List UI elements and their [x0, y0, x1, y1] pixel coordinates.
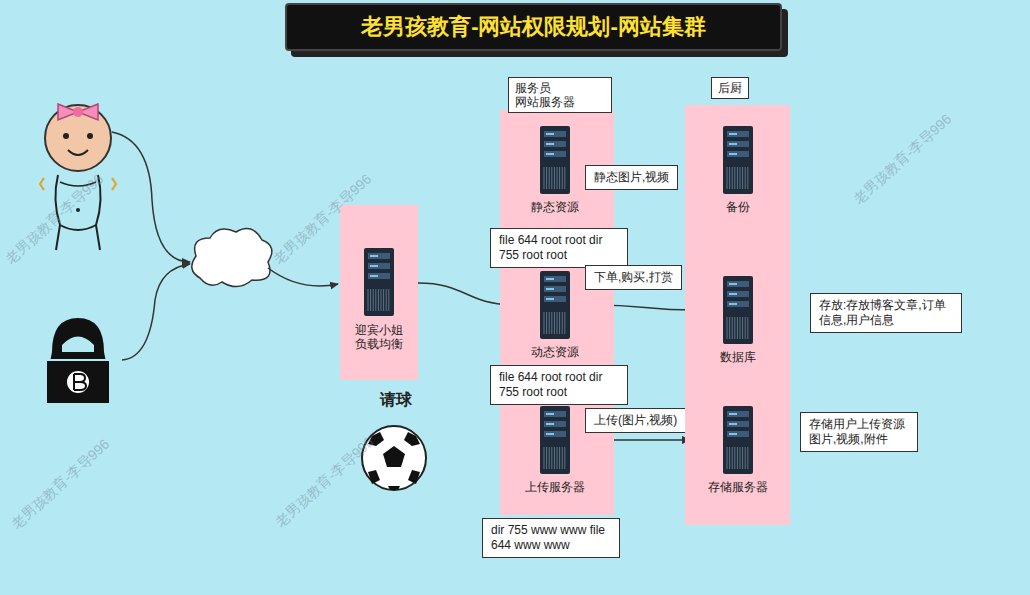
note-text: file 644 root root dir 755 root root: [499, 233, 619, 263]
hacker-figure: [46, 318, 110, 404]
watermark: 老男孩教育-李导996: [850, 111, 956, 209]
note-text: 存放:存放博客文章,订单信息,用户信息: [819, 298, 953, 328]
server-icon: [539, 125, 571, 195]
note-text: 静态图片,视频: [594, 170, 669, 185]
server-label: 动态资源: [531, 344, 579, 361]
server-label: 存储服务器: [708, 479, 768, 496]
note-text: dir 755 www www file 644 www www: [491, 523, 611, 553]
load-balancer-band: 迎宾小姐 负载均衡: [340, 205, 418, 380]
note-text: 存储用户上传资源 图片,视频,附件: [809, 417, 909, 447]
server-node: 数据库: [695, 275, 780, 366]
watermark: 老男孩教育-李导996: [2, 171, 108, 269]
football: [362, 426, 426, 490]
server-icon: [363, 247, 395, 317]
server-node: 动态资源: [515, 270, 595, 361]
note-text: 下单,购买,打赏: [594, 270, 673, 285]
note-box: 存储用户上传资源 图片,视频,附件: [800, 412, 918, 452]
note-box: file 644 root root dir 755 root root: [490, 365, 628, 405]
group-heading: 后厨: [711, 77, 749, 99]
group-heading: 服务员 网站服务器: [508, 77, 612, 113]
cloud: [192, 228, 272, 286]
server-icon: [722, 405, 754, 475]
note-box: dir 755 www www file 644 www www: [482, 518, 620, 558]
server-group-band: 后厨备份数据库存储服务器: [685, 105, 790, 525]
server-node: 静态资源: [515, 125, 595, 216]
server-label: 备份: [726, 199, 750, 216]
note-text: 上传(图片,视频): [594, 413, 677, 428]
server-label: 上传服务器: [525, 479, 585, 496]
note-box: file 644 root root dir 755 root root: [490, 228, 628, 268]
server-node: 存储服务器: [690, 405, 785, 496]
server-icon: [539, 405, 571, 475]
server-label: 数据库: [720, 349, 756, 366]
server-icon: [722, 275, 754, 345]
note-box: 上传(图片,视频): [585, 408, 686, 433]
watermark: 老男孩教育-李导996: [8, 436, 114, 534]
note-box: 下单,购买,打赏: [585, 265, 682, 290]
title: 老男孩教育-网站权限规划-网站集群: [361, 12, 706, 42]
server-icon: [722, 125, 754, 195]
server-label: 静态资源: [531, 199, 579, 216]
server-node: 备份: [695, 125, 780, 216]
note-text: file 644 root root dir 755 root root: [499, 370, 619, 400]
server-icon: [539, 270, 571, 340]
note-box: 静态图片,视频: [585, 165, 678, 190]
watermark: 老男孩教育-李导996: [272, 434, 378, 532]
note-box: 存放:存放博客文章,订单信息,用户信息: [810, 293, 962, 333]
node-label: 迎宾小姐 负载均衡: [343, 323, 415, 351]
title-bar: 老男孩教育-网站权限规划-网站集群: [285, 3, 782, 51]
caption-label: 请球: [380, 390, 412, 411]
